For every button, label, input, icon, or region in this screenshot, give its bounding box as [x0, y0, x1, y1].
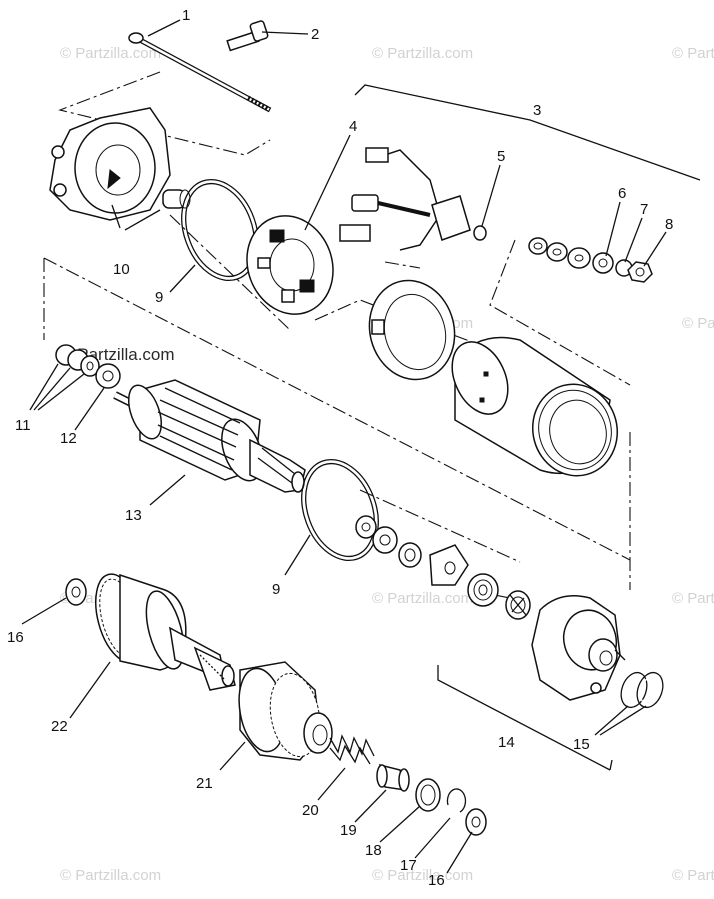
drive-end-washers — [355, 515, 469, 586]
callout-6: 6 — [618, 185, 626, 202]
callout-20: 20 — [302, 802, 319, 819]
callout-9-lower: 9 — [272, 581, 280, 598]
callout-2: 2 — [311, 26, 319, 43]
callout-10: 10 — [113, 261, 130, 278]
thrust-washer-12 — [95, 363, 121, 389]
terminal-washer-stack — [528, 237, 653, 283]
brush-plate — [246, 215, 334, 315]
watermark: © Partzilla.com — [372, 590, 473, 607]
callout-18: 18 — [365, 842, 382, 859]
o-rings-15 — [620, 671, 664, 709]
callout-4: 4 — [349, 118, 357, 135]
callout-1: 1 — [182, 7, 190, 24]
end-cover — [49, 107, 191, 221]
callout-labels: 1 2 3 4 5 6 7 8 9 10 11 12 13 14 15 16 1… — [7, 7, 673, 889]
watermark: © Partzilla.com — [372, 45, 473, 62]
short-bolt — [226, 20, 269, 52]
stopper-ring — [415, 778, 441, 812]
callout-14: 14 — [498, 734, 515, 751]
callout-3: 3 — [533, 102, 541, 119]
callout-16-lower: 16 — [428, 872, 445, 889]
callout-12: 12 — [60, 430, 77, 447]
callout-7: 7 — [640, 201, 648, 218]
overrunning-clutch — [238, 661, 333, 761]
through-bolt — [128, 32, 272, 113]
watermark: © Partzilla.com — [672, 45, 714, 62]
callout-17: 17 — [400, 857, 417, 874]
field-magnet-ring — [368, 279, 456, 381]
bearings — [467, 573, 531, 620]
stopper-collar — [376, 763, 410, 792]
callout-9-upper: 9 — [155, 289, 163, 306]
callout-15: 15 — [573, 736, 590, 753]
watermark: © Partzilla.com — [672, 590, 714, 607]
housing-bracket-14 — [437, 665, 613, 771]
callout-19: 19 — [340, 822, 357, 839]
pinion-gear-shaft — [95, 573, 236, 691]
brush-holder-assembly — [339, 147, 471, 251]
callout-13: 13 — [125, 507, 142, 524]
callout-11: 11 — [15, 417, 31, 434]
callout-16-upper: 16 — [7, 629, 24, 646]
callout-5: 5 — [497, 148, 505, 165]
callout-21: 21 — [196, 775, 213, 792]
drive-end-housing — [531, 595, 626, 701]
watermark: © Partzilla.com — [60, 867, 161, 884]
starter-yoke-housing — [451, 336, 619, 477]
watermark: © Partzilla.com — [672, 867, 714, 884]
watermark: © Partzilla.com — [60, 45, 161, 62]
o-ring-upper — [181, 178, 259, 282]
callout-brackets — [111, 84, 701, 231]
washer-5 — [473, 225, 487, 241]
washer-16-upper — [65, 578, 87, 606]
shim-washers-11 — [55, 344, 100, 377]
callout-8: 8 — [665, 216, 673, 233]
callout-22: 22 — [51, 718, 68, 735]
clutch-spring — [329, 734, 375, 765]
armature — [113, 379, 306, 493]
leader-lines — [21, 19, 667, 874]
washer-16-lower — [465, 808, 487, 836]
o-ring-lower — [301, 458, 379, 562]
watermark: © Partzilla.com — [682, 315, 714, 332]
watermark: © Partzilla.com — [372, 867, 473, 884]
snap-ring — [446, 788, 467, 813]
